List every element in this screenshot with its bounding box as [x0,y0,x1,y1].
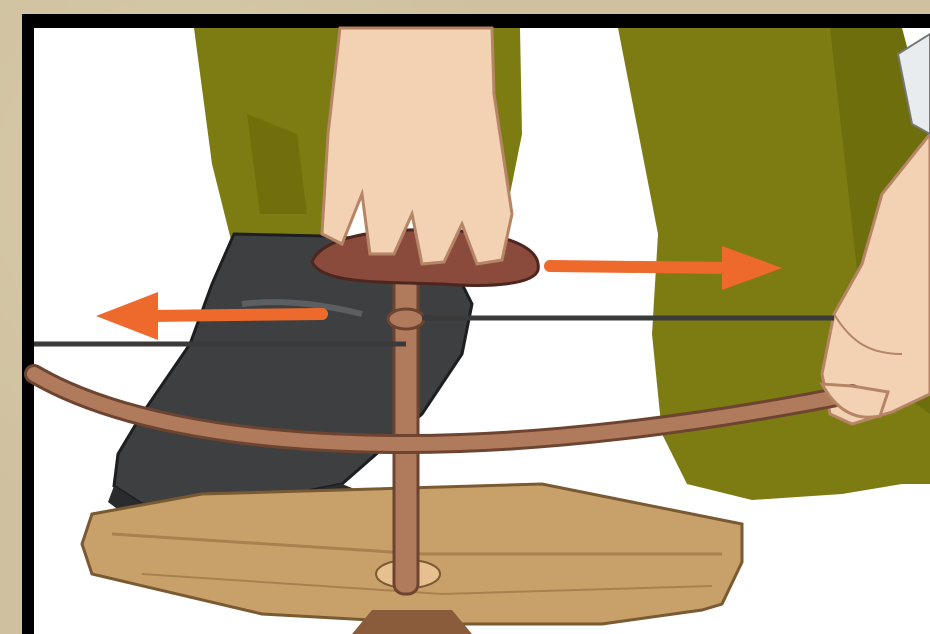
illustration-frame [22,14,930,634]
fire-drill-illustration [22,14,930,634]
